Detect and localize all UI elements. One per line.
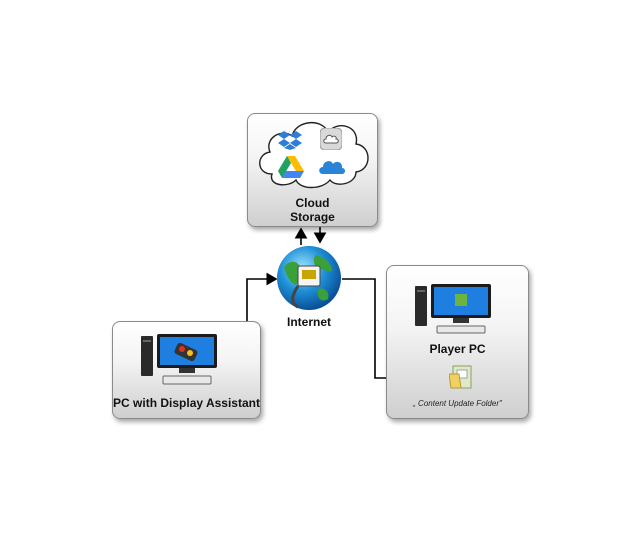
icloud-icon (320, 128, 342, 150)
display-assistant-icon (174, 342, 198, 362)
onedrive-icon (319, 161, 345, 174)
pc-display-assistant-box: PC with Display Assistant (112, 321, 261, 419)
pc-assistant-label: PC with Display Assistant (113, 396, 260, 410)
content-update-folder-label: „ Content Update Folder" (413, 399, 502, 408)
folder-icon (449, 365, 472, 389)
google-drive-icon (278, 156, 304, 178)
globe-network-icon (277, 246, 341, 310)
cloud-shape-icon (259, 122, 369, 189)
player-pc-box: Player PC „ Content Update Folder" (386, 265, 529, 419)
cloud-storage-box: Cloud Storage (247, 113, 378, 227)
dropbox-icon (278, 131, 302, 150)
player-pc-label: Player PC (429, 342, 486, 356)
desktop-pc-icon (415, 284, 491, 334)
internet-label: Internet (286, 315, 331, 329)
cloud-label-line2: Storage (290, 210, 335, 224)
cloud-label-line1: Cloud (295, 196, 330, 210)
